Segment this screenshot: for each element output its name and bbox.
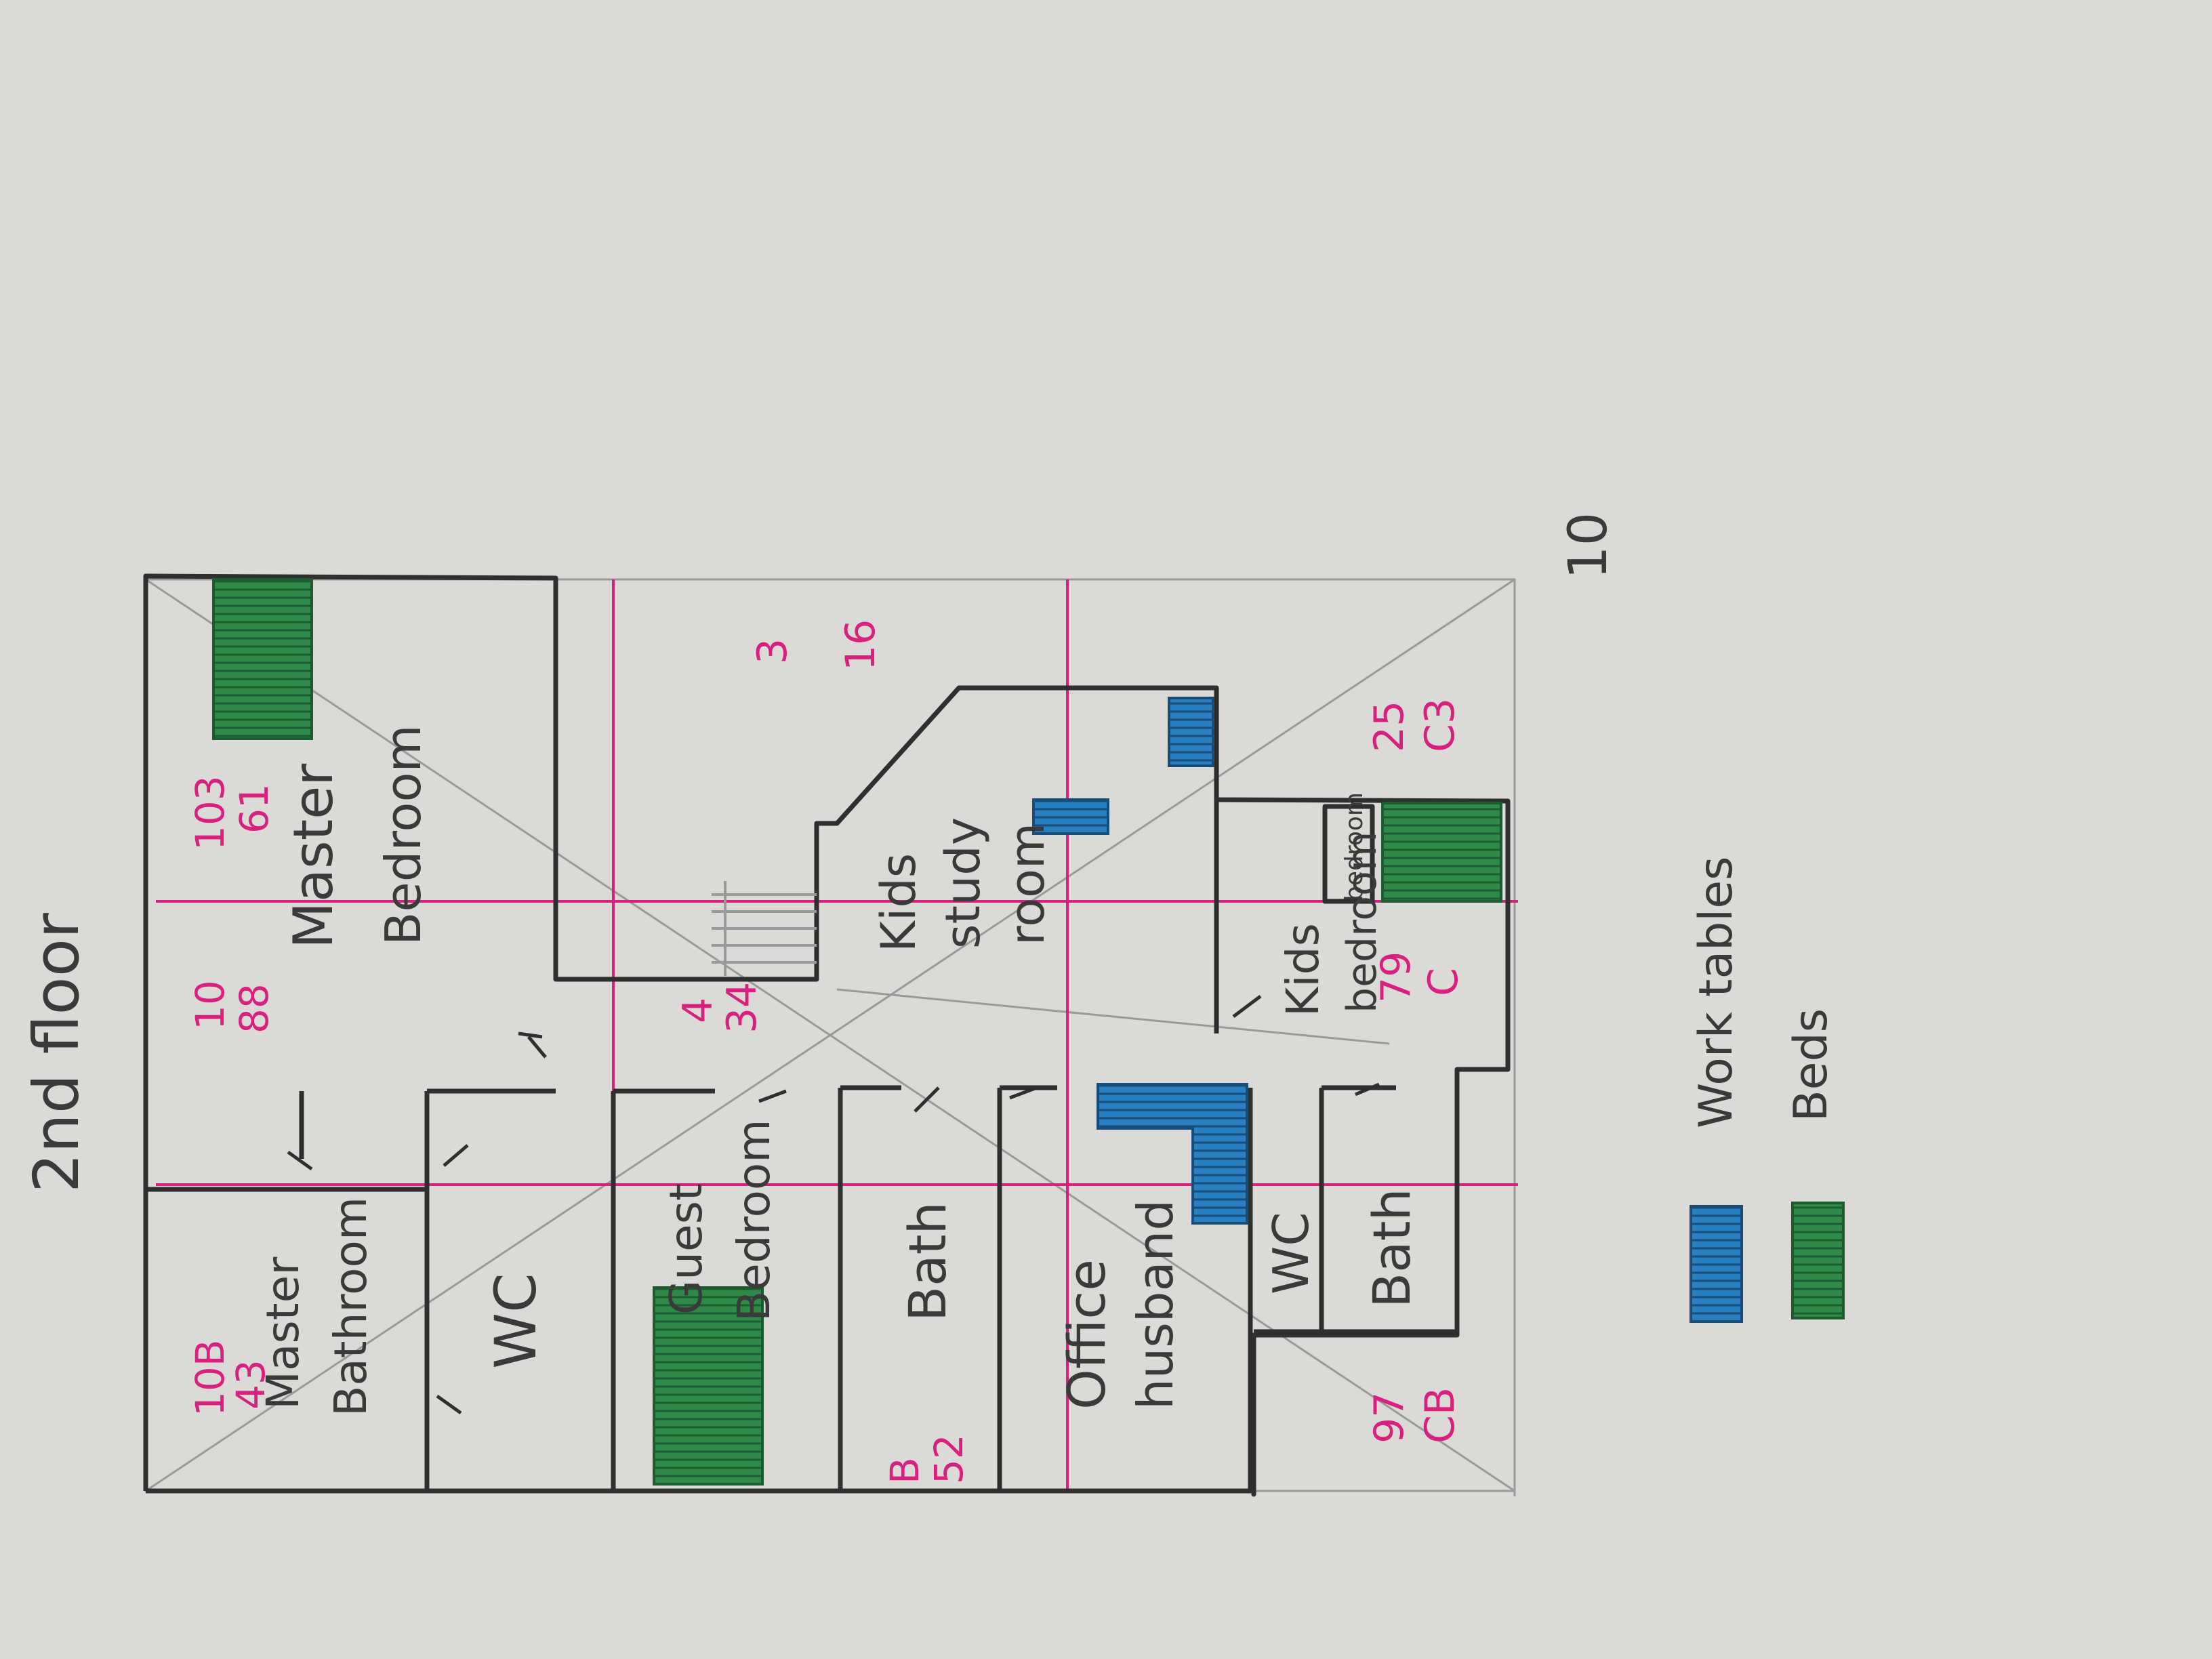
floor-title: 2nd floor [20,913,93,1193]
code-16: 16 [837,619,884,671]
work-table-kids-study [1168,697,1214,767]
code-c: C [1420,968,1467,996]
code-103: 103 [187,775,233,851]
master-bathroom-label-1: Master [257,1256,309,1410]
code-88: 88 [231,983,277,1033]
master-bedroom-label-1: Master [282,764,345,949]
bath-bottom-label: Bath [1361,1188,1422,1308]
code-97: 97 [1366,1392,1413,1443]
code-4: 4 [674,998,722,1023]
code-10b: 10B [187,1339,233,1416]
work-table-office [1097,1083,1248,1225]
walls [143,573,1511,1497]
legend-work-table-swatch [1689,1205,1743,1323]
code-25: 25 [1366,701,1413,752]
code-3: 3 [749,638,796,664]
legend-bed-swatch [1791,1202,1845,1319]
kids-bed-inner-label: bedroom [1340,792,1368,901]
guest-bedroom-label-2: Bedroom [728,1119,780,1322]
stairs [712,881,817,976]
wc-top-label: WC [483,1273,549,1369]
office-label-2: husband [1127,1200,1184,1410]
code-c3: C3 [1416,698,1464,752]
code-43: 43 [228,1359,274,1410]
scale-label: 10 [1558,512,1619,579]
legend-beds-label: Beds [1784,1008,1838,1122]
guest-bedroom-label-1: Guest [660,1183,712,1315]
bed-kids-bedroom [1381,802,1502,903]
kids-bedroom-label-1: Kids [1277,923,1329,1017]
labels: 2nd floor 10 Master Bedroom Master Bathr… [20,512,1838,1484]
legend-work-tables-label: Work tables [1689,857,1743,1128]
kids-study-label-2: study [935,817,991,949]
kids-bedroom-label-2: bedroom [1338,832,1386,1013]
office-label-1: Office [1057,1259,1117,1410]
kids-study-label-3: room [1000,823,1055,945]
code-b: B [882,1457,928,1484]
code-10: 10 [187,980,233,1030]
code-52: 52 [926,1434,972,1484]
work-table-kids-study-2 [1032,798,1109,835]
code-34: 34 [718,982,766,1033]
kids-study-label-1: Kids [871,853,926,952]
master-bathroom-label-2: Bathroom [325,1197,377,1416]
door-marks [287,995,1380,1415]
code-61: 61 [231,783,277,834]
code-cb: CB [1416,1387,1464,1443]
master-bedroom-label-2: Bedroom [375,724,432,945]
code-79: 79 [1372,951,1420,1003]
bath-left-label: Bath [897,1202,958,1322]
wc-small-label: WC [1263,1212,1319,1294]
bed-guest-bedroom [653,1286,764,1486]
bed-master-bedroom [212,578,313,740]
magenta-grid [156,579,1518,1491]
